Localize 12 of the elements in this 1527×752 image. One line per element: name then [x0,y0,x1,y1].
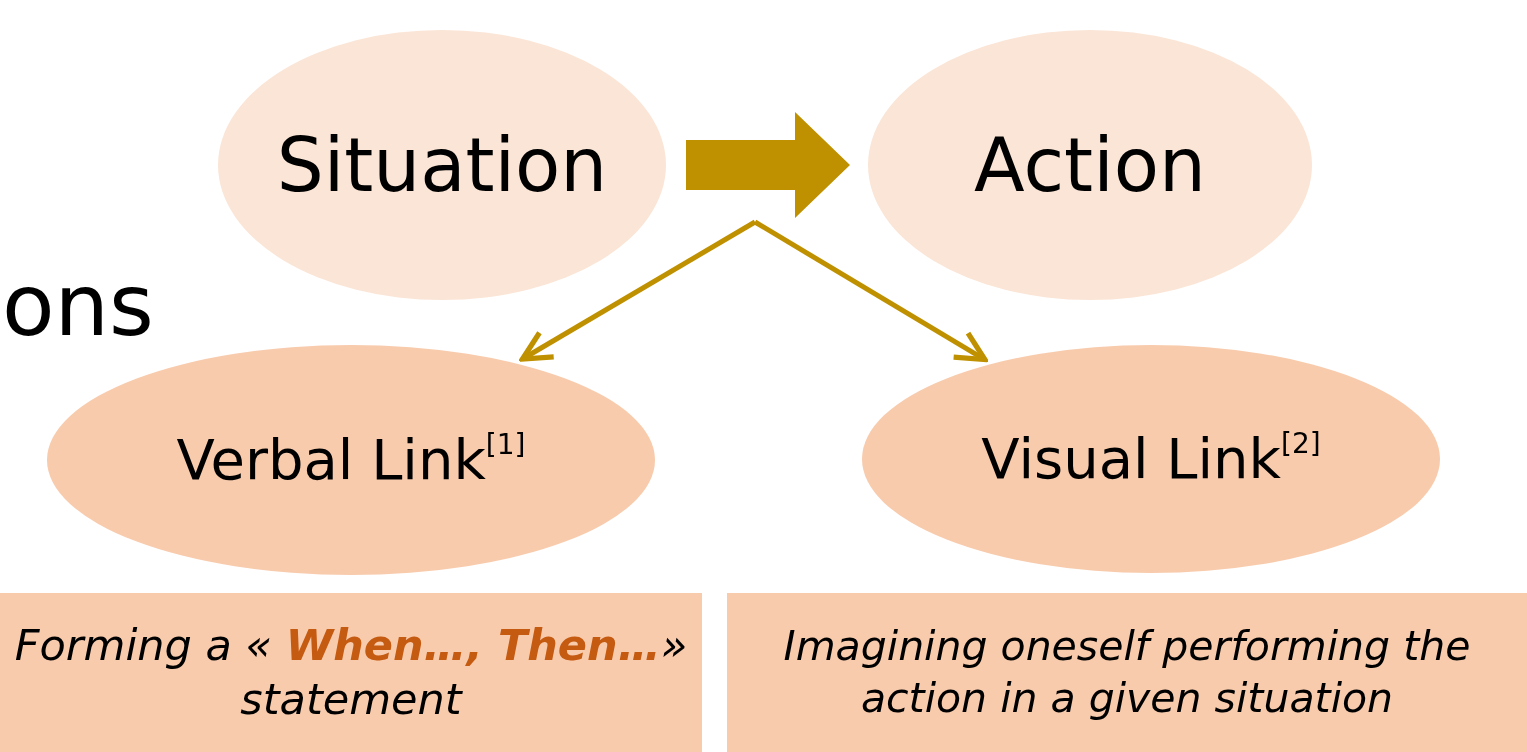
title-fragment: ons [2,262,154,348]
node-text: Verbal Link$^{[1]}$ [176,426,526,494]
node-text: Visual Link$^{[2]}$ [981,425,1321,493]
block-arrow [686,112,850,218]
node-text: Situation [276,120,608,210]
node-text: Forming a « When…, Then…» statement [13,618,689,726]
arrow [753,219,988,363]
arrow [519,219,757,362]
description-box [727,593,1527,752]
node-text: Action [974,120,1206,210]
node-text: Imagining oneself performing the action in a given situation [782,621,1472,724]
description-box [0,593,702,752]
